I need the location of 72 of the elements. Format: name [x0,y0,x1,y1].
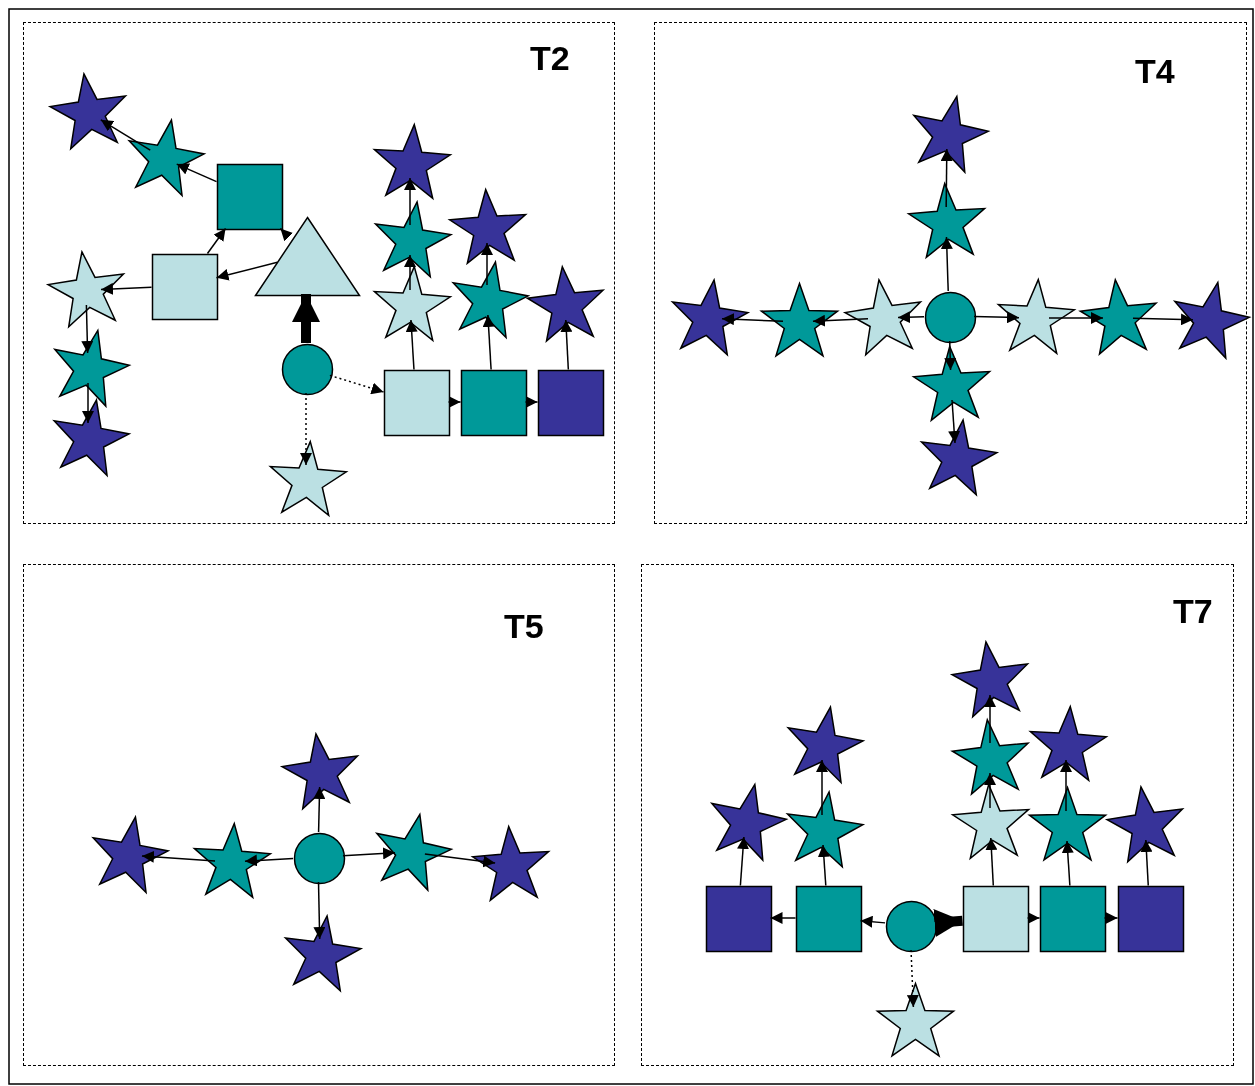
circle-node [280,342,334,396]
square-node [537,369,605,437]
arrow [481,242,493,286]
arrow [342,847,396,860]
arrow [215,261,279,281]
arrow [1048,312,1104,324]
panel-title: T2 [530,41,570,75]
panel [23,564,615,1066]
square-node [460,369,528,437]
arrow [984,772,996,809]
arrow [985,837,998,887]
panel-title: T7 [1173,594,1213,628]
arrow [817,844,830,887]
arrow [1132,313,1194,326]
arrow [404,177,416,226]
arrow [405,319,418,371]
arrow [944,340,957,371]
arrow [313,786,326,833]
square-node [962,885,1030,953]
square-node [216,163,284,231]
panel [641,564,1234,1066]
circle-node [923,290,977,344]
arrow [81,304,94,354]
arrow [1061,840,1074,887]
arrow [940,236,953,292]
triangle-node [253,215,361,297]
arrow [279,227,294,242]
arrow [1140,839,1153,887]
arrow [1026,912,1041,924]
arrow [82,382,94,424]
arrow [984,694,996,744]
arrow [721,313,784,326]
arrow [816,759,828,816]
arrow [244,854,294,867]
arrow [524,396,539,408]
arrow [175,163,218,183]
panel-title: T5 [504,609,544,643]
square-node [383,369,451,437]
arrow [329,374,385,395]
arrow [1103,912,1119,924]
circle-node [884,899,938,953]
arrow [973,311,1020,324]
arrow [859,915,886,928]
arrow [933,909,963,937]
arrow [897,311,925,324]
arrow [769,912,797,924]
circle-node [292,831,346,885]
square-node [1117,885,1185,953]
square-node [1039,885,1107,953]
arrow [906,949,919,1008]
arrow [100,119,151,151]
arrow [948,399,961,444]
arrow [940,148,953,208]
arrow [482,314,495,371]
arrow [404,254,416,291]
arrow [300,392,312,466]
arrow [560,319,573,371]
arrow [141,850,216,863]
square-node [151,253,219,321]
square-node [705,885,773,953]
panel [23,22,615,524]
arrow [313,881,326,940]
panel-title: T4 [1135,54,1175,88]
arrow [100,282,153,295]
arrow [447,396,462,408]
arrow [424,853,496,868]
arrow [737,836,749,887]
arrow [1060,759,1072,812]
arrow [812,314,869,327]
arrow [206,227,227,255]
arrow [292,294,320,343]
square-node [795,885,863,953]
